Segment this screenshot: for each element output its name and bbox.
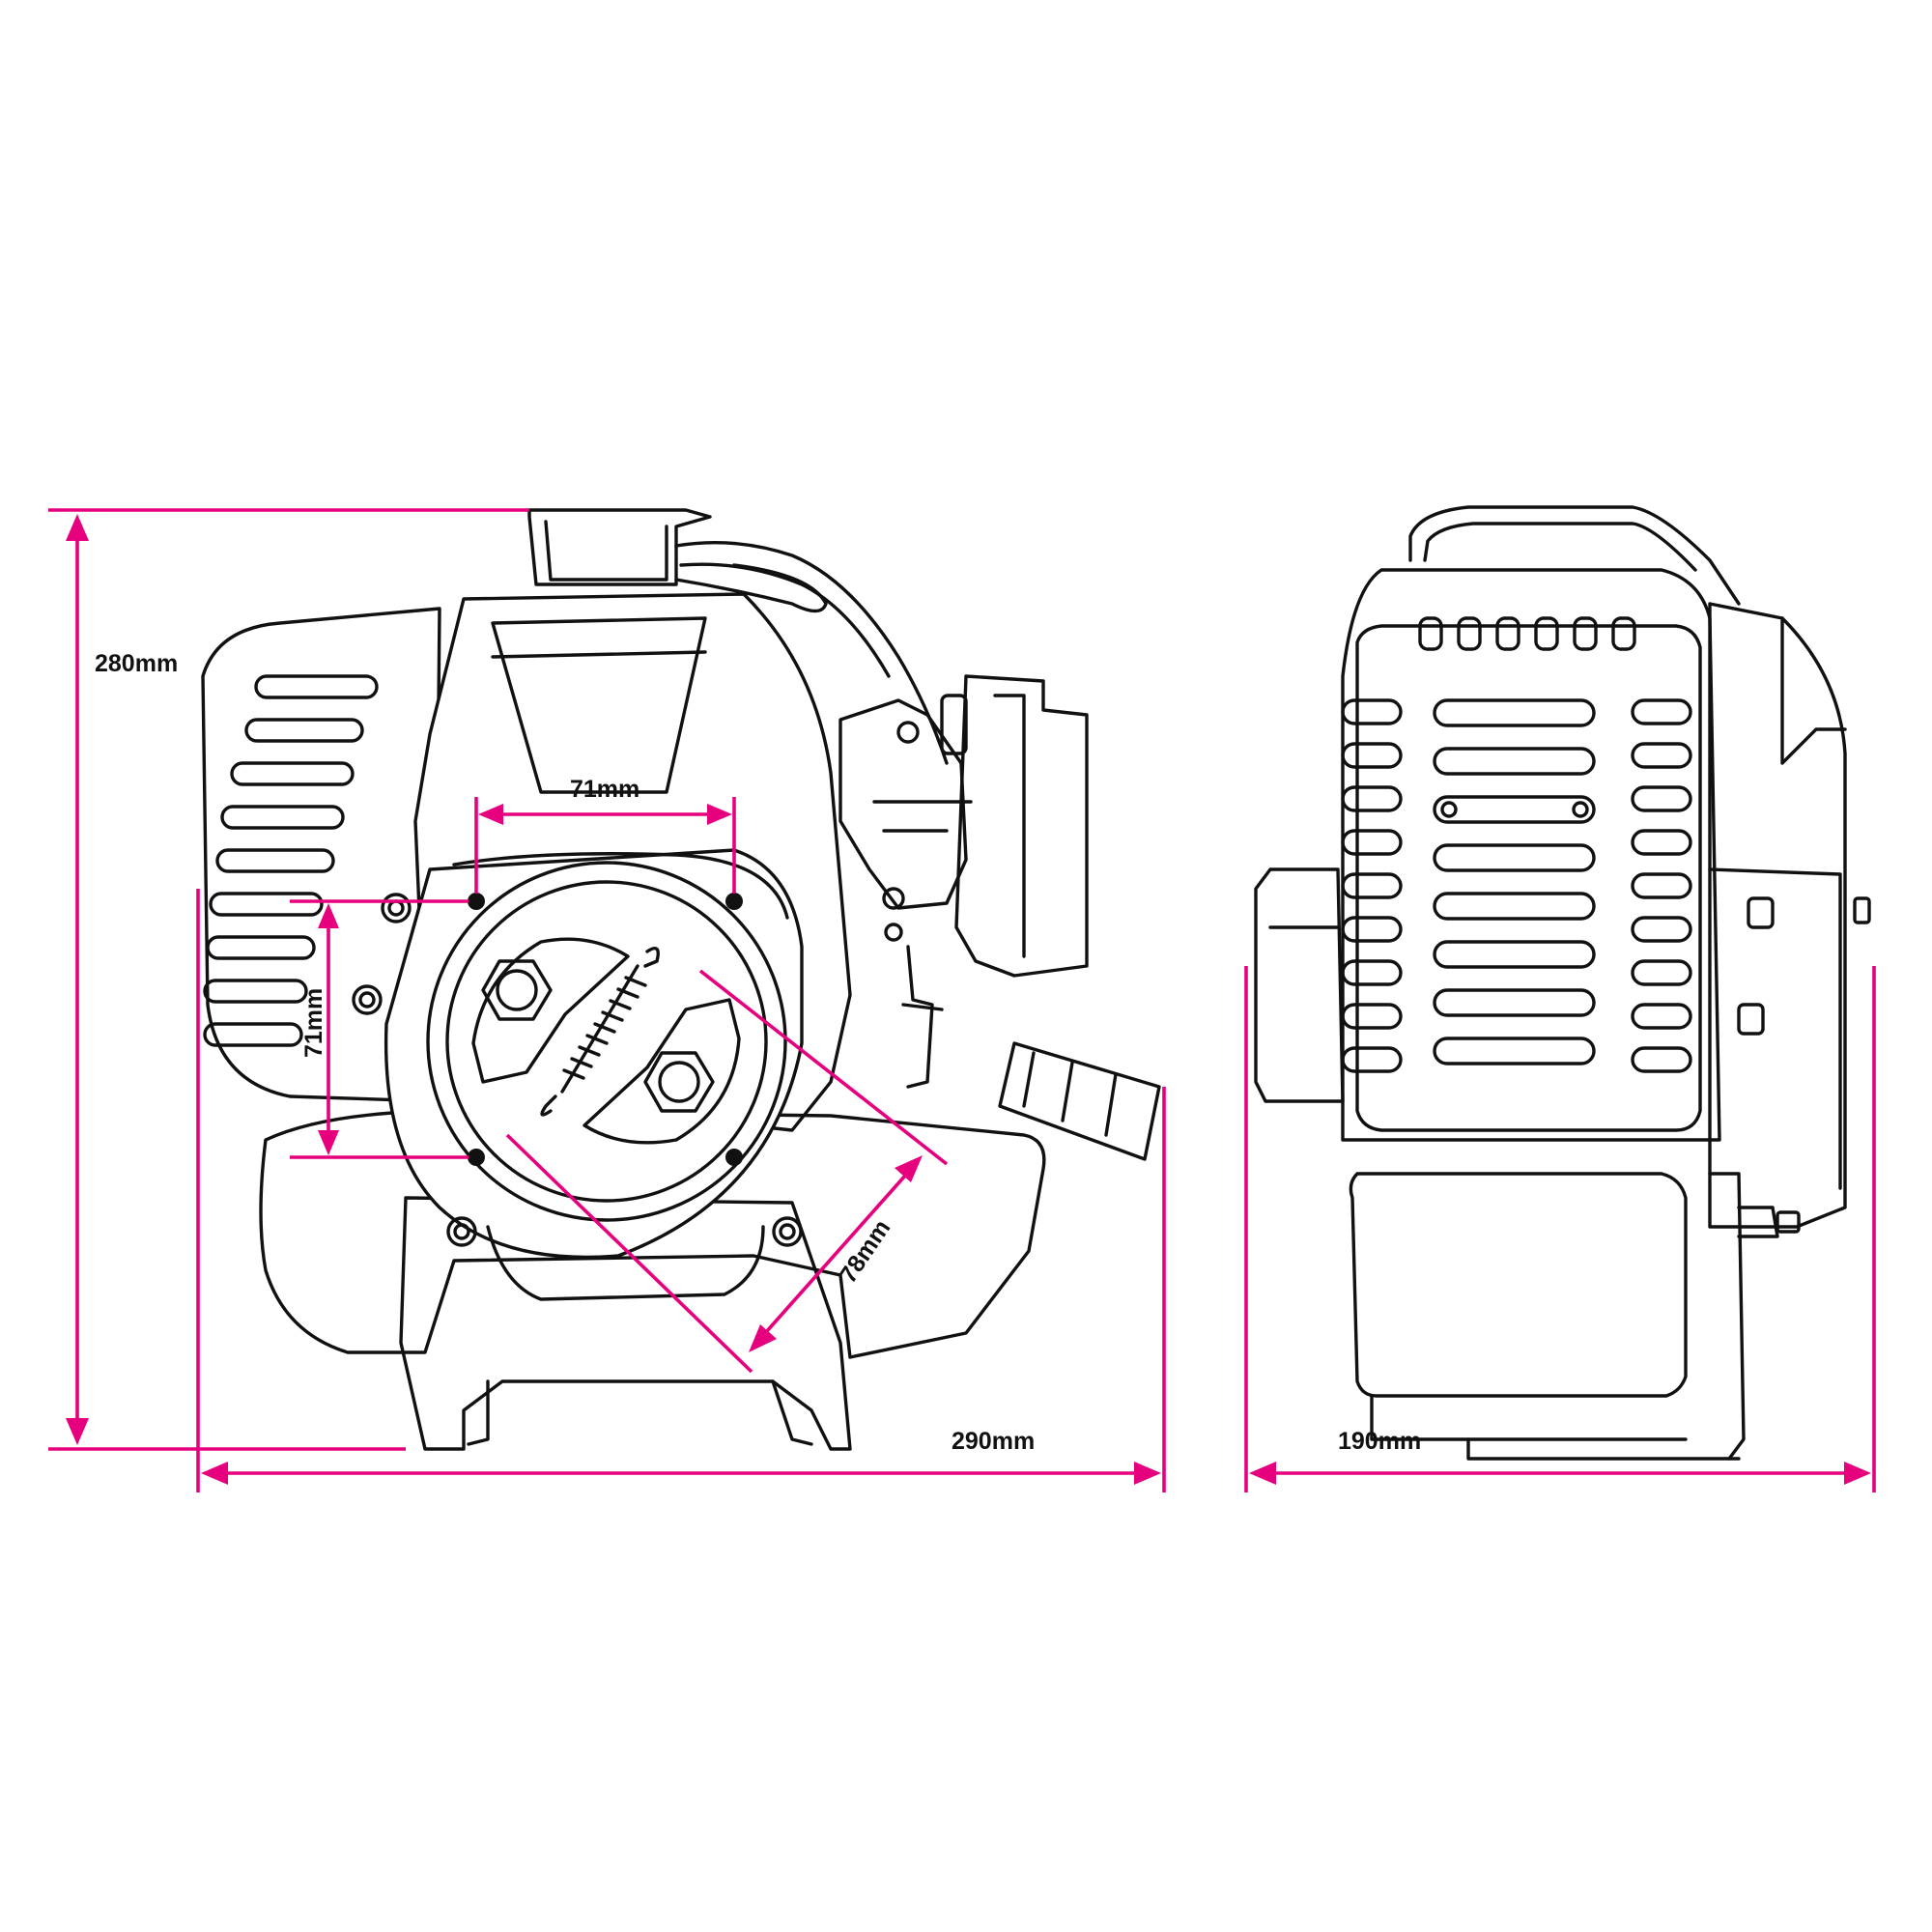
top-vent-slots (1418, 616, 1636, 651)
bolt-v-arrow-bottom (318, 1130, 339, 1155)
side-fuel-tank (1349, 1172, 1688, 1398)
side-fin-panel (1355, 624, 1702, 1132)
bolt-d-arrow-lower (749, 1324, 777, 1352)
fuel-tank (259, 1109, 1046, 1359)
front-width-arrow-right (1134, 1462, 1161, 1485)
cylinder-fin-block (201, 607, 441, 1103)
bolt-h-arrow-left (478, 804, 503, 825)
air-filter-housing (954, 674, 1089, 978)
bolt-d-arrow-upper (895, 1155, 923, 1182)
mount-boss-3 (446, 1216, 477, 1247)
front-view (201, 508, 1161, 1451)
side-bracket (1708, 867, 1842, 1190)
bolt-d-extension-upper (698, 969, 949, 1166)
side-fins-right (1631, 698, 1692, 1073)
bolt-hole-top-right (725, 893, 743, 910)
height-arrow-bottom (66, 1418, 89, 1445)
bolt-d-dim-line (756, 1165, 915, 1343)
front-width-arrow-left (201, 1462, 228, 1485)
bolt-hole-bottom-right (725, 1149, 743, 1166)
clutch-nut-right (643, 1051, 715, 1113)
height-label: 280mm (95, 650, 178, 677)
side-width-arrow-right (1844, 1462, 1871, 1485)
bolt-hole-bottom-left (468, 1149, 485, 1166)
side-rear-cover (1708, 602, 1847, 1229)
side-view (1254, 505, 1871, 1461)
side-vent-slots (1433, 698, 1596, 1065)
bolt-v-label: 71mm (300, 988, 327, 1058)
clutch-shoe-right (582, 998, 741, 1145)
mount-boss-2 (352, 984, 383, 1015)
mount-boss-1 (381, 893, 412, 923)
height-arrow-top (66, 514, 89, 541)
side-top-handle (1408, 505, 1741, 606)
cooling-fins-left (203, 674, 379, 1047)
bolt-h-arrow-right (707, 804, 732, 825)
bolt-h-label: 71mm (570, 776, 639, 803)
side-width-label: 190mm (1338, 1428, 1421, 1455)
side-fins-left (1341, 698, 1403, 1073)
bolt-d-label: 78mm (835, 1215, 896, 1289)
mount-boss-4 (772, 1216, 803, 1247)
bolt-hole-top-left (468, 893, 485, 910)
clutch-drum-outer (426, 861, 787, 1222)
bolt-d-extension-lower (505, 1133, 753, 1374)
clutch-drum-inner (445, 880, 768, 1203)
front-width-label: 290mm (952, 1428, 1035, 1455)
fuel-cap (998, 1041, 1161, 1161)
clutch-nut-left (481, 959, 553, 1021)
side-vertical-bracket (1708, 1172, 1746, 1461)
dimension-annotations: 280mm 290mm 190mm 71mm 71mm (48, 508, 1876, 1492)
carburetor (838, 698, 968, 910)
fuel-line (674, 540, 949, 765)
top-handle (527, 508, 712, 586)
side-width-arrow-left (1249, 1462, 1276, 1485)
clutch-spring (540, 947, 660, 1117)
side-recoil-housing (1254, 867, 1345, 1103)
bolt-v-arrow-top (318, 903, 339, 928)
clutch-shoe-left (471, 937, 630, 1084)
